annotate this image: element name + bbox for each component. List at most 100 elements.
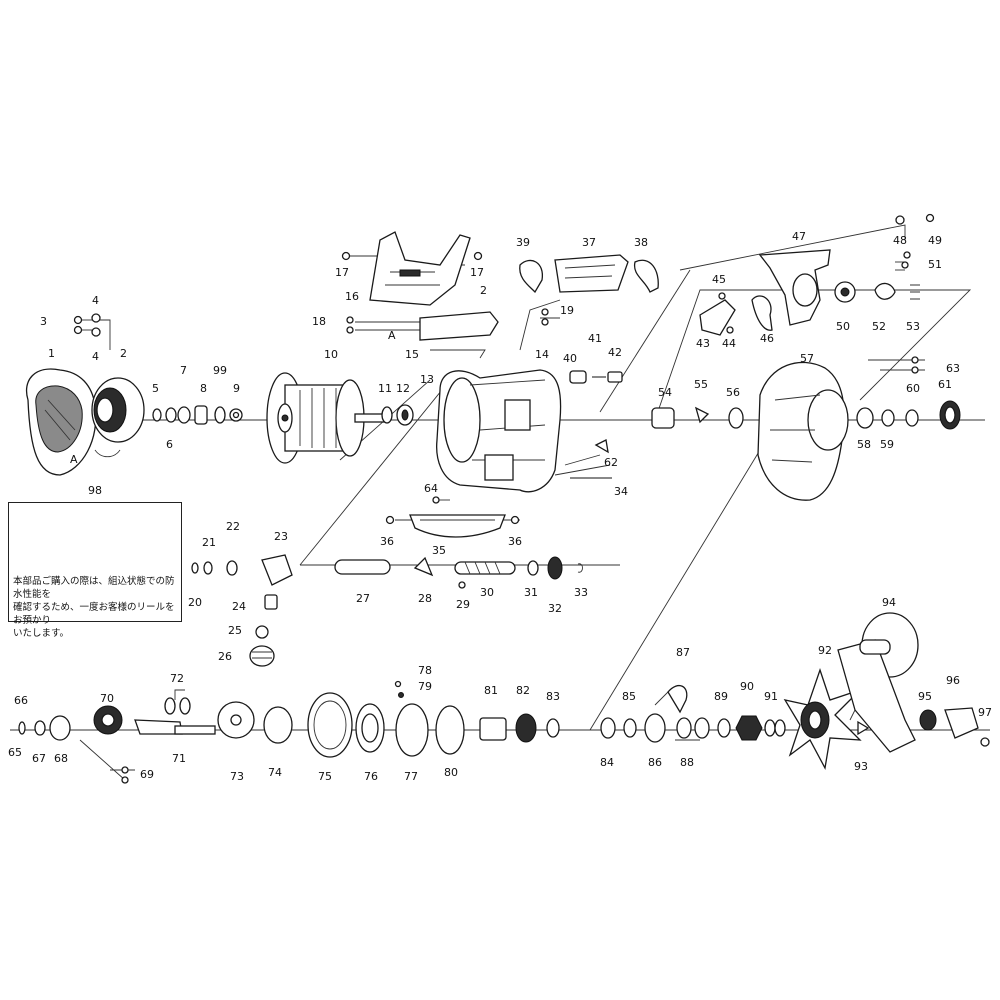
label-36: 36 bbox=[380, 535, 394, 548]
label-48: 48 bbox=[893, 234, 907, 247]
label-41: 41 bbox=[588, 332, 602, 345]
label-2: 2 bbox=[120, 347, 127, 360]
label-81: 81 bbox=[484, 684, 498, 697]
label-44: 44 bbox=[722, 337, 736, 350]
label-70: 70 bbox=[100, 692, 114, 705]
bottom-row-parts bbox=[18, 680, 786, 784]
label-63: 63 bbox=[946, 362, 960, 375]
label-72: 72 bbox=[170, 672, 184, 685]
label-84: 84 bbox=[600, 756, 614, 769]
label-20: 20 bbox=[188, 596, 202, 609]
shaft-34-62-64 bbox=[432, 439, 612, 504]
label-ref-a2: A bbox=[70, 453, 78, 466]
label-34: 34 bbox=[614, 485, 628, 498]
label-78: 78 bbox=[418, 664, 432, 677]
handle-94 bbox=[837, 612, 919, 753]
label-35: 35 bbox=[432, 544, 446, 557]
label-26: 26 bbox=[218, 650, 232, 663]
side-cover-1 bbox=[26, 368, 97, 476]
label-18: 18 bbox=[312, 315, 326, 328]
label-3: 3 bbox=[40, 315, 47, 328]
label-80: 80 bbox=[444, 766, 458, 779]
notice-line-2: 確認するため、一度お客様のリールをお預かり bbox=[13, 602, 175, 626]
label-87: 87 bbox=[676, 646, 690, 659]
label-65: 65 bbox=[8, 746, 22, 759]
label-4b: 4 bbox=[92, 350, 99, 363]
label-ref-a1: A bbox=[388, 329, 396, 342]
label-43: 43 bbox=[696, 337, 710, 350]
notice-box: 本部品ご購入の際は、組込状態での防水性能を 確認するため、一度お客様のリールをお… bbox=[8, 502, 182, 639]
label-85: 85 bbox=[622, 690, 636, 703]
label-50: 50 bbox=[836, 320, 850, 333]
label-13: 13 bbox=[420, 373, 434, 386]
label-68: 68 bbox=[54, 752, 68, 765]
label-12: 12 bbox=[396, 382, 410, 395]
label-57: 57 bbox=[800, 352, 814, 365]
label-98: 98 bbox=[88, 484, 102, 497]
label-71: 71 bbox=[172, 752, 186, 765]
label-4: 4 bbox=[92, 294, 99, 307]
label-23: 23 bbox=[274, 530, 288, 543]
label-45: 45 bbox=[712, 273, 726, 286]
label-32: 32 bbox=[548, 602, 562, 615]
small-parts-43-53 bbox=[699, 213, 935, 336]
label-10: 10 bbox=[324, 348, 338, 361]
thumb-bar-16 bbox=[369, 231, 471, 306]
label-73: 73 bbox=[230, 770, 244, 783]
label-17: 17 bbox=[335, 266, 349, 279]
clutch-plate-15-2 bbox=[419, 311, 499, 359]
label-51: 51 bbox=[928, 258, 942, 271]
label-60: 60 bbox=[906, 382, 920, 395]
screws-17-18 bbox=[341, 251, 483, 334]
label-25: 25 bbox=[228, 624, 242, 637]
middle-row-parts bbox=[191, 554, 583, 667]
side-frame-2 bbox=[91, 377, 145, 458]
side-plate-57 bbox=[757, 361, 849, 501]
label-14: 14 bbox=[535, 348, 549, 361]
notice-line-1: 本部品ご購入の際は、組込状態での防水性能を bbox=[13, 576, 175, 600]
label-56: 56 bbox=[726, 386, 740, 399]
label-19: 19 bbox=[560, 304, 574, 317]
label-17b: 17 bbox=[470, 266, 484, 279]
label-90: 90 bbox=[740, 680, 754, 693]
label-92: 92 bbox=[818, 644, 832, 657]
label-79: 79 bbox=[418, 680, 432, 693]
label-7: 7 bbox=[180, 364, 187, 377]
label-67: 67 bbox=[32, 752, 46, 765]
label-86: 86 bbox=[648, 756, 662, 769]
label-82: 82 bbox=[516, 684, 530, 697]
label-59: 59 bbox=[880, 438, 894, 451]
notice-line-3: いたします。 bbox=[13, 628, 70, 639]
label-64: 64 bbox=[424, 482, 438, 495]
label-31: 31 bbox=[524, 586, 538, 599]
side-plate-47 bbox=[758, 249, 831, 326]
pinion-parts-37-39 bbox=[519, 254, 659, 294]
level-wind-cover-35 bbox=[385, 514, 520, 538]
label-93: 93 bbox=[854, 760, 868, 773]
spool-10 bbox=[266, 372, 386, 464]
label-2b: 2 bbox=[480, 284, 487, 297]
label-42: 42 bbox=[608, 346, 622, 359]
label-89: 89 bbox=[714, 690, 728, 703]
label-33: 33 bbox=[574, 586, 588, 599]
label-76: 76 bbox=[364, 770, 378, 783]
label-36b: 36 bbox=[508, 535, 522, 548]
label-91: 91 bbox=[764, 690, 778, 703]
label-69: 69 bbox=[140, 768, 154, 781]
label-99: 99 bbox=[213, 364, 227, 377]
bearings-11-12 bbox=[381, 404, 414, 426]
label-94: 94 bbox=[882, 596, 896, 609]
label-28: 28 bbox=[418, 592, 432, 605]
label-95: 95 bbox=[918, 690, 932, 703]
screws-19-40-42 bbox=[541, 308, 623, 384]
label-88: 88 bbox=[680, 756, 694, 769]
handle-parts-93-97 bbox=[857, 707, 990, 747]
label-8: 8 bbox=[200, 382, 207, 395]
label-74: 74 bbox=[268, 766, 282, 779]
label-11: 11 bbox=[378, 382, 392, 395]
notice-text: 本部品ご購入の際は、組込状態での防水性能を 確認するため、一度お客様のリールをお… bbox=[13, 575, 179, 640]
label-27: 27 bbox=[356, 592, 370, 605]
label-75: 75 bbox=[318, 770, 332, 783]
label-47: 47 bbox=[792, 230, 806, 243]
